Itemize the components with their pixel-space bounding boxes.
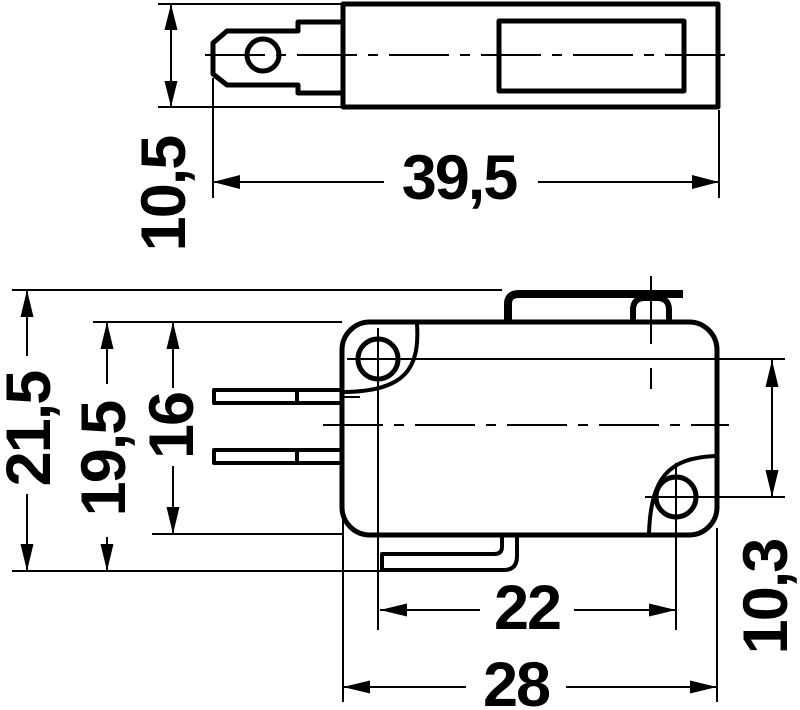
dim-label-overall-length: 39,5 [402,143,518,213]
arrow-up-icon [164,4,178,30]
terminal-blade-top-view [210,19,343,96]
arrow-up-icon [765,360,779,387]
arrow-down-icon [166,507,180,534]
cover-plate [496,18,687,94]
body-outline-top-view [340,1,721,110]
arrow-right-icon [692,175,719,189]
dimension-21-5: 21,5 [0,290,64,571]
terminal-blade-upper [212,388,344,405]
body-outline-side-view [339,319,720,538]
dim-label-body-height: 16 [137,393,207,459]
mounting-hole-top-left [355,336,401,382]
dim-label-height-to-terminal: 19,5 [69,401,139,517]
arrow-up-icon [100,322,114,349]
dim-label-hole-vertical-offset: 10,3 [731,540,800,655]
arrow-up-icon [166,322,180,349]
arrow-up-icon [20,290,34,317]
dimension-10-5: 10,5 [129,4,199,251]
dimension-22: 22 [380,573,676,643]
boss-bottom-right [647,454,716,534]
arrow-left-icon [213,175,240,189]
arrow-left-icon [343,680,370,694]
arrow-down-icon [100,544,114,571]
arrow-right-icon [649,603,676,617]
arrow-right-icon [690,680,717,694]
arrow-left-icon [380,603,407,617]
mounting-hole-bottom-right [653,474,699,520]
dim-label-body-depth: 10,5 [129,136,199,252]
lever-arm [504,290,683,321]
blade-hole [244,36,282,74]
dim-label-overall-height: 21,5 [0,371,64,487]
dimension-28: 28 [343,650,717,710]
dimension-19-5: 19,5 [69,322,139,571]
dimension-39-5: 39,5 [212,78,720,213]
arrow-down-icon [164,81,178,107]
terminal-blade-bottom [380,534,519,572]
terminal-blade-lower [212,448,344,465]
arrow-down-icon [765,470,779,497]
dim-label-body-length: 28 [483,650,550,710]
arrow-down-icon [20,544,34,571]
dimension-10-3: 10,3 [731,360,800,654]
dim-label-hole-spacing: 22 [494,573,560,643]
top-view: 10,5 39,5 [129,1,730,251]
side-view: 21,5 19,5 16 10,3 [0,276,800,710]
dimension-16: 16 [137,322,207,534]
boss-top-left [343,323,420,394]
